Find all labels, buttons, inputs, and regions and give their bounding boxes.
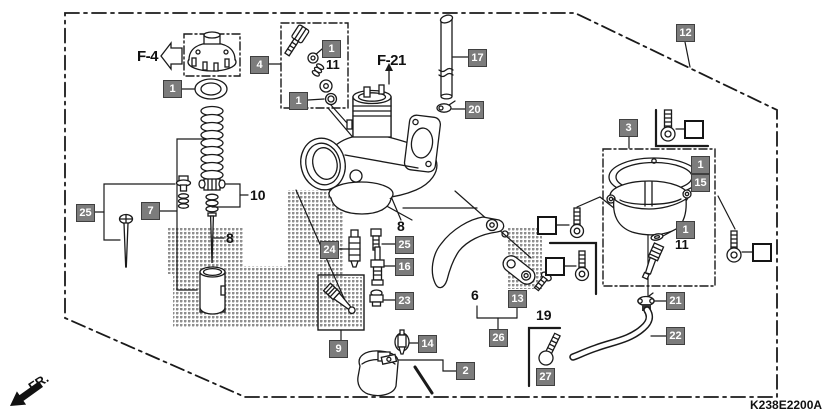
part-screw-27 [538,332,561,366]
part-throttle-link [502,255,536,285]
callout-box-12[interactable]: 12 [676,24,695,42]
diagram-code: K238E2200A [750,398,823,412]
callout-box-27[interactable]: 27 [536,368,555,386]
callout-text-19: 19 [536,307,552,323]
callout-box-26[interactable]: 26 [489,329,508,347]
mount-screw [726,230,742,263]
f4-arrow-icon [160,41,183,71]
section-ref-f21: F-21 [377,52,406,69]
part-slow-jet [370,228,382,251]
callout-text-11: 11 [675,237,689,252]
callout-box-24[interactable]: 24 [320,241,339,259]
corner-brackets [527,108,710,388]
callout-text-8: 8 [397,218,405,234]
part-float [357,350,399,397]
callout-box-15[interactable]: 15 [691,174,710,192]
callout-box-1[interactable]: 1 [676,221,695,239]
callout-box-9[interactable]: 9 [329,340,348,358]
part-drain-screw-washer [650,233,664,241]
callout-text-10: 10 [250,187,266,203]
part-air-screw [118,213,134,268]
part-cap-oring [194,78,228,100]
part-main-nozzle [348,229,361,268]
section-ref-f4: F-4 [137,48,159,65]
part-overflow-tube [438,14,454,100]
part-cable-adjuster [175,175,192,209]
part-throttle-valve [199,266,226,315]
part-drain-tube [569,304,654,361]
part-needle-jet-holder [370,246,385,286]
callout-box-2[interactable]: 2 [456,362,475,380]
callout-box-21[interactable]: 21 [666,292,685,310]
part-float-pin [413,365,434,395]
part-tube-clip-21 [637,292,655,307]
mount-screw [569,207,585,239]
part-carburetor-body [300,84,442,215]
callout-box-20[interactable]: 20 [465,101,484,119]
part-tube-clip [436,100,456,113]
callout-text-11: 11 [326,57,340,72]
callout-text-8: 8 [226,230,234,246]
callout-box-7[interactable]: 7 [141,202,160,220]
part-throttle-arm [431,216,509,289]
callout-box-3[interactable]: 3 [619,119,638,137]
diagram-border [64,12,778,398]
callout-box-4[interactable]: 4 [250,56,269,74]
part-throttle-spring [200,105,224,181]
callout-box-16[interactable]: 16 [395,258,414,276]
part-main-jet [369,289,384,307]
part-float-chamber [606,180,692,236]
callout-box-1[interactable]: 1 [322,40,341,58]
float-chamber-group-box [602,148,716,287]
callout-box-1[interactable]: 1 [163,80,182,98]
part-float-valve [394,329,410,355]
callout-box-empty[interactable] [684,120,704,139]
callout-box-25[interactable]: 25 [76,204,95,222]
part-stop-screw-set [284,24,338,106]
callout-box-1[interactable]: 1 [691,156,710,174]
mount-screw [660,109,676,142]
callout-box-empty[interactable] [752,243,772,262]
callout-box-25[interactable]: 25 [395,236,414,254]
callout-box-empty[interactable] [545,257,565,276]
part-spring-seat [198,178,226,213]
callout-box-empty[interactable] [537,216,557,235]
stop-screw-group-box [280,22,349,109]
callout-box-22[interactable]: 22 [666,327,685,345]
mount-screw [574,250,590,282]
callout-box-14[interactable]: 14 [418,335,437,353]
callout-text-6: 6 [471,287,479,303]
callout-box-1[interactable]: 1 [289,92,308,110]
callout-box-17[interactable]: 17 [468,49,487,67]
callout-box-23[interactable]: 23 [395,292,414,310]
front-direction-arrow-icon [10,381,43,406]
part-top-cap [187,31,237,72]
part-needle-jet [322,282,356,315]
callout-box-13[interactable]: 13 [508,290,527,308]
part-jet-needle [207,212,217,264]
part-drain-jet [641,242,665,280]
f21-arrow-icon [385,63,393,85]
